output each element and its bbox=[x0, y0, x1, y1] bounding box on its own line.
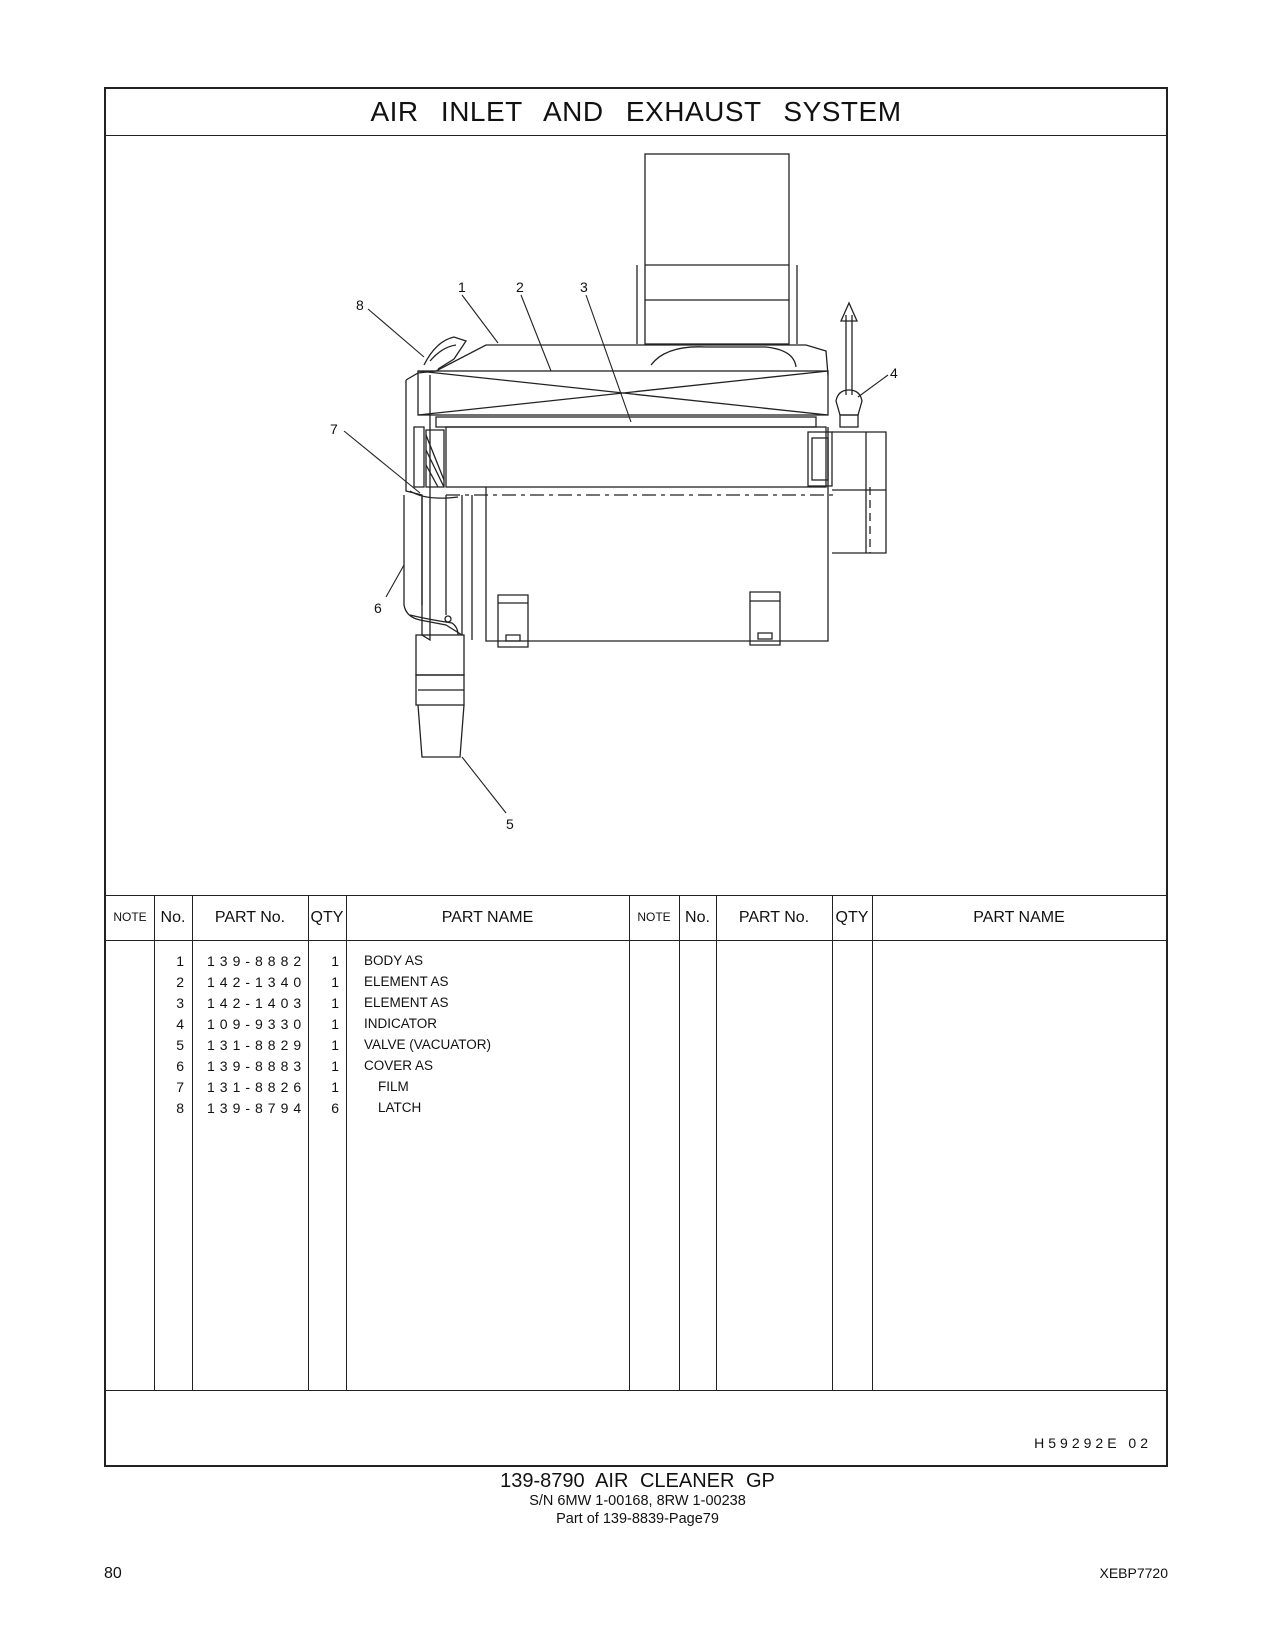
callout-3: 3 bbox=[580, 279, 588, 295]
parts-illustration: 1 2 3 4 5 6 7 8 bbox=[106, 135, 1166, 896]
part-number-index: 3 bbox=[176, 995, 184, 1011]
table-row: 2 142-1340 1 ELEMENT AS bbox=[106, 971, 1166, 993]
parts-table: NOTE No. PART No. QTY PART NAME NOTE No.… bbox=[106, 895, 1166, 1390]
illustration-code: H59292E 02 bbox=[1034, 1435, 1152, 1451]
header-qty-right: QTY bbox=[835, 909, 869, 926]
section-title: AIR INLET AND EXHAUST SYSTEM bbox=[106, 89, 1166, 136]
callout-8: 8 bbox=[356, 297, 364, 313]
header-part-name-left: PART NAME bbox=[441, 909, 534, 926]
serial-range: S/N 6MW 1-00168, 8RW 1-00238 bbox=[529, 1493, 746, 1509]
table-header: NOTE No. PART No. QTY PART NAME NOTE No.… bbox=[106, 895, 1166, 941]
column-divider bbox=[346, 895, 347, 1390]
part-number: 131-8826 bbox=[207, 1079, 307, 1095]
part-of-reference: Part of 139-8839-Page79 bbox=[556, 1511, 719, 1527]
table-row: 1 139-8882 1 BODY AS bbox=[106, 950, 1166, 972]
column-divider bbox=[832, 895, 833, 1390]
part-number-index: 2 bbox=[176, 974, 184, 990]
table-row: 8 139-8794 6 LATCH bbox=[106, 1097, 1166, 1119]
part-number-index: 1 bbox=[176, 953, 184, 969]
part-qty: 1 bbox=[331, 1058, 339, 1074]
table-row: 5 131-8829 1 VALVE (VACUATOR) bbox=[106, 1034, 1166, 1056]
column-divider bbox=[716, 895, 717, 1390]
part-qty: 1 bbox=[331, 953, 339, 969]
header-note-right: NOTE bbox=[637, 910, 671, 924]
column-divider bbox=[629, 895, 630, 1390]
part-qty: 1 bbox=[331, 1079, 339, 1095]
header-note-left: NOTE bbox=[113, 910, 147, 924]
part-number-index: 5 bbox=[176, 1037, 184, 1053]
part-number: 109-9330 bbox=[207, 1016, 307, 1032]
header-no-left: No. bbox=[160, 909, 186, 926]
header-qty-left: QTY bbox=[310, 909, 344, 926]
part-name: BODY AS bbox=[364, 953, 424, 968]
table-row: 3 142-1403 1 ELEMENT AS bbox=[106, 992, 1166, 1014]
part-name: ELEMENT AS bbox=[364, 995, 449, 1010]
callout-7: 7 bbox=[330, 421, 338, 437]
column-divider bbox=[679, 895, 680, 1390]
part-name: VALVE (VACUATOR) bbox=[364, 1037, 492, 1052]
table-row: 6 139-8883 1 COVER AS bbox=[106, 1055, 1166, 1077]
callout-4: 4 bbox=[890, 365, 898, 381]
air-cleaner-drawing: 1 2 3 4 5 6 7 8 bbox=[330, 153, 898, 832]
part-number: 139-8794 bbox=[207, 1100, 307, 1116]
part-number: 139-8882 bbox=[207, 953, 307, 969]
column-divider bbox=[308, 895, 309, 1390]
callout-1: 1 bbox=[458, 279, 466, 295]
part-name: INDICATOR bbox=[364, 1016, 438, 1031]
header-part-no-right: PART No. bbox=[738, 909, 810, 926]
part-number: 142-1340 bbox=[207, 974, 307, 990]
part-number-index: 6 bbox=[176, 1058, 184, 1074]
part-qty: 1 bbox=[331, 1037, 339, 1053]
part-number-index: 8 bbox=[176, 1100, 184, 1116]
document-id: XEBP7720 bbox=[1099, 1565, 1169, 1581]
header-no-right: No. bbox=[685, 909, 710, 926]
illustration-code-area: H59292E 02 bbox=[106, 1390, 1166, 1465]
table-row: 7 131-8826 1 FILM bbox=[106, 1076, 1166, 1098]
part-number: 139-8883 bbox=[207, 1058, 307, 1074]
part-number: 142-1403 bbox=[207, 995, 307, 1011]
column-divider bbox=[192, 895, 193, 1390]
part-number-index: 4 bbox=[176, 1016, 184, 1032]
page-number: 80 bbox=[104, 1565, 122, 1582]
part-qty: 1 bbox=[331, 974, 339, 990]
column-divider bbox=[154, 895, 155, 1390]
part-qty: 6 bbox=[331, 1100, 339, 1116]
part-qty: 1 bbox=[331, 995, 339, 1011]
part-number-index: 7 bbox=[176, 1079, 184, 1095]
column-divider bbox=[872, 895, 873, 1390]
table-row: 4 109-9330 1 INDICATOR bbox=[106, 1013, 1166, 1035]
header-part-name-right: PART NAME bbox=[973, 909, 1065, 926]
group-title: 139-8790 AIR CLEANER GP bbox=[500, 1470, 775, 1492]
part-name: FILM bbox=[378, 1079, 409, 1094]
part-number: 131-8829 bbox=[207, 1037, 307, 1053]
part-name: LATCH bbox=[378, 1100, 422, 1115]
part-name: ELEMENT AS bbox=[364, 974, 449, 989]
part-name: COVER AS bbox=[364, 1058, 434, 1073]
callout-6: 6 bbox=[374, 600, 382, 616]
catalog-frame: AIR INLET AND EXHAUST SYSTEM bbox=[104, 87, 1168, 1467]
callout-5: 5 bbox=[506, 816, 514, 832]
part-qty: 1 bbox=[331, 1016, 339, 1032]
callout-2: 2 bbox=[516, 279, 524, 295]
header-part-no-left: PART No. bbox=[214, 909, 286, 926]
